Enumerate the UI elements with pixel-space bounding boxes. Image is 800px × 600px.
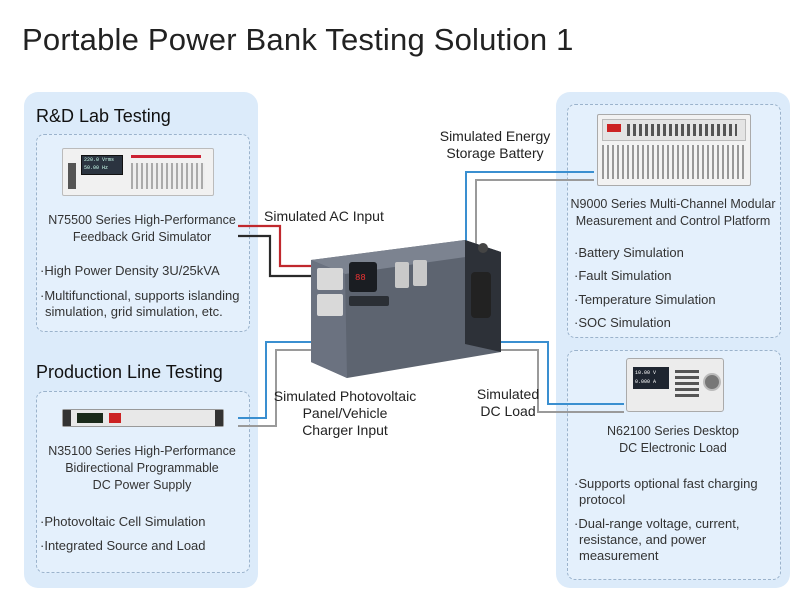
wire-storage-blue <box>465 171 594 248</box>
n62100-feature-1-line-2: protocol <box>579 492 626 507</box>
n62100-feature-2-line-2: resistance, and power <box>579 532 707 547</box>
n9000-feature-2-text: ·Fault Simulation <box>574 268 672 283</box>
n62100-device-image: 10.00 V 0.000 A <box>626 358 724 412</box>
page-title: Portable Power Bank Testing Solution 1 <box>22 22 574 57</box>
n62100-screen-line-2: 0.000 A <box>635 379 657 385</box>
rd-feature-1-text: ·High Power Density 3U/25kVA <box>40 263 220 278</box>
wire-ac-red <box>238 224 324 268</box>
wire-storage-gray <box>475 179 594 248</box>
rd-feature-2-line-2: simulation, grid simulation, etc. <box>45 304 223 319</box>
n35100-product-name: N35100 Series High-Performance Bidirecti… <box>40 443 244 494</box>
energy-storage-label-line-1: Simulated Energy <box>439 128 551 144</box>
n75500-product-name: N75500 Series High-Performance Feedback … <box>40 212 244 246</box>
n9000-device-image <box>597 114 751 186</box>
n75500-screen: 220.0 Vrms 50.00 Hz <box>81 155 123 175</box>
n62100-feature-1-line-1: ·Supports optional fast charging <box>574 476 758 491</box>
energy-storage-label-line-2: Storage Battery <box>446 145 544 161</box>
energy-storage-label: Simulated Energy Storage Battery <box>432 128 558 162</box>
wire-load-blue <box>500 341 624 405</box>
production-feature-2: ·Integrated Source and Load <box>40 538 248 554</box>
n62100-feature-2-line-1: ·Dual-range voltage, current, <box>574 516 740 531</box>
ac-input-label: Simulated AC Input <box>264 208 384 224</box>
n75500-name-line-1: N75500 Series High-Performance <box>48 213 236 227</box>
dc-load-label-line-2: DC Load <box>480 403 536 419</box>
n35100-name-line-3: DC Power Supply <box>92 478 192 492</box>
n62100-feature-2-line-3: measurement <box>579 548 659 563</box>
portable-power-bank-image: 88 <box>311 240 501 378</box>
rd-feature-2-line-1: ·Multifunctional, supports islanding <box>40 288 240 303</box>
n75500-name-line-2: Feedback Grid Simulator <box>72 230 212 244</box>
n62100-feature-2: ·Dual-range voltage, current, resistance… <box>574 516 779 564</box>
n75500-screen-line-2: 50.00 Hz <box>84 165 109 171</box>
dc-load-label-line-1: Simulated <box>476 386 540 402</box>
rd-lab-testing-title: R&D Lab Testing <box>36 106 171 126</box>
production-feature-2-text: ·Integrated Source and Load <box>40 538 206 553</box>
n9000-feature-2: ·Fault Simulation <box>574 268 672 284</box>
pv-input-label: Simulated Photovoltaic Panel/Vehicle Cha… <box>270 388 420 439</box>
wire-pv-blue <box>238 341 318 419</box>
n35100-name-line-2: Bidirectional Programmable <box>65 461 219 475</box>
production-feature-1: ·Photovoltaic Cell Simulation <box>40 514 248 530</box>
n62100-name-line-1: N62100 Series Desktop <box>606 424 740 438</box>
n9000-feature-4-text: ·SOC Simulation <box>574 315 671 330</box>
pv-input-label-line-2: Panel/Vehicle <box>302 405 388 421</box>
n75500-device-image: 220.0 Vrms 50.00 Hz <box>62 148 214 196</box>
svg-text:88: 88 <box>355 273 366 283</box>
n9000-product-name: N9000 Series Multi-Channel Modular Measu… <box>567 196 779 230</box>
pv-input-label-line-3: Charger Input <box>302 422 388 438</box>
n9000-feature-1-text: ·Battery Simulation <box>574 245 684 260</box>
n35100-name-line-1: N35100 Series High-Performance <box>48 444 236 458</box>
wire-pv-gray <box>238 349 318 427</box>
rd-feature-1: ·High Power Density 3U/25kVA <box>40 263 248 279</box>
n9000-name-line-2: Measurement and Control Platform <box>575 214 771 228</box>
n9000-feature-4: ·SOC Simulation <box>574 315 671 331</box>
n9000-feature-3: ·Temperature Simulation <box>574 292 716 308</box>
n62100-screen-line-1: 10.00 V <box>635 370 657 376</box>
production-feature-1-text: ·Photovoltaic Cell Simulation <box>40 514 206 529</box>
wire-load-gray <box>500 349 624 413</box>
n62100-product-name: N62100 Series Desktop DC Electronic Load <box>567 423 779 457</box>
n35100-device-image <box>62 409 224 427</box>
n9000-feature-3-text: ·Temperature Simulation <box>574 292 716 307</box>
rd-feature-2: ·Multifunctional, supports islanding sim… <box>40 288 250 320</box>
n9000-feature-1: ·Battery Simulation <box>574 245 684 261</box>
n62100-name-line-2: DC Electronic Load <box>619 441 727 455</box>
wire-ac-dark <box>238 234 324 278</box>
n75500-screen-line-1: 220.0 Vrms <box>84 157 115 163</box>
dc-load-label: Simulated DC Load <box>470 386 546 420</box>
pv-input-label-line-1: Simulated Photovoltaic <box>273 388 417 404</box>
n9000-name-line-1: N9000 Series Multi-Channel Modular <box>570 197 776 211</box>
production-line-testing-title: Production Line Testing <box>36 362 223 382</box>
n62100-feature-1: ·Supports optional fast charging protoco… <box>574 476 779 508</box>
n62100-screen: 10.00 V 0.000 A <box>633 367 669 389</box>
